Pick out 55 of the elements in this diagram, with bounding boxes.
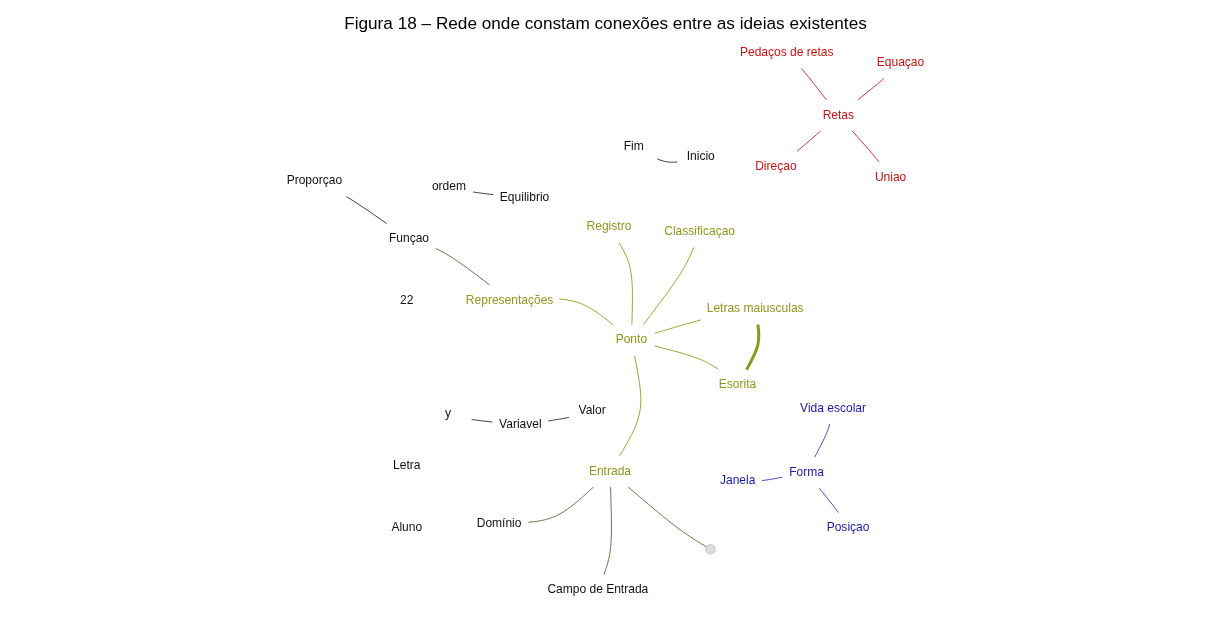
node-text: Letras maiusculas [706,301,804,316]
node-text: Domínio [476,515,522,530]
node-text: Representações [465,292,554,307]
connector [818,487,839,513]
connector [656,158,678,163]
node-text: Proporçao [286,173,343,188]
connector [558,298,614,325]
node-text: Campo de Entrada [547,582,649,597]
connector [619,355,642,457]
node-text: y [445,405,452,420]
connector [603,486,612,575]
connector [851,130,880,163]
connector [814,423,831,458]
node-text: Letra [393,458,421,473]
connector [472,191,494,195]
connector [435,248,490,286]
connector [654,345,720,371]
connector [618,242,633,326]
node-text: Classificaçao [664,224,736,239]
node-text: 22 [400,293,414,308]
connector [857,78,884,101]
diagram-title: Figura 18 – Rede onde constam conexões entre as ideias existentes [344,12,867,33]
connector [761,476,783,482]
node-text: Posiçao [826,520,870,535]
connector [627,486,707,548]
node-text: Vida escolar [800,400,866,415]
connector [528,486,594,523]
node-text: Fim [623,138,644,153]
node-text: Registro [586,219,632,234]
node-text: Direçao [755,159,797,174]
node-text: Janela [720,473,756,488]
connector [800,68,827,101]
node-text: Inicio [686,148,715,163]
connector [346,196,388,224]
connector [745,324,761,371]
node-text: Ponto [615,332,648,347]
node-text: Retas [822,107,855,122]
node-text: Forma [789,464,824,479]
connector [654,319,702,334]
node-text: Equilibrio [499,190,550,205]
node-text: Aluno [391,520,423,535]
node-circle [705,544,716,555]
connector [796,130,822,152]
connector [471,418,493,423]
node-text: Equaçao [876,55,925,70]
connector [547,416,570,422]
node-text: ordem [431,178,466,193]
node-text: Valor [578,402,606,417]
connector [642,247,695,325]
node-text: Variavel [499,417,542,432]
node-text: Pedaços de retas [739,45,834,60]
node-text: Funçao [388,231,430,246]
node-text: Esorita [718,377,757,392]
node-text: Entrada [588,463,632,478]
node-text: Uniao [874,169,907,184]
